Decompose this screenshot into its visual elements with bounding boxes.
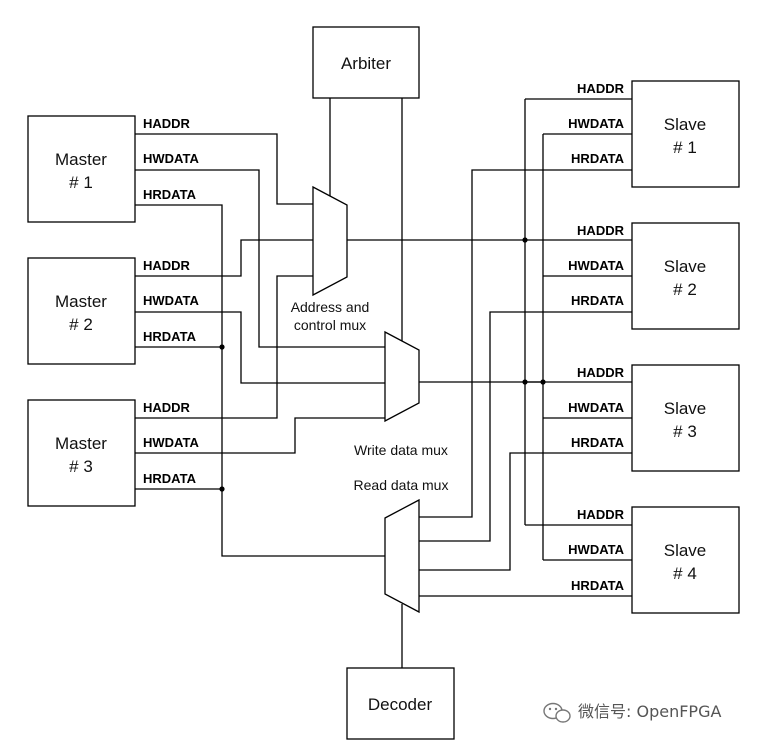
m2-hrdata-label: HRDATA [143,329,197,344]
slave-2-number: # 2 [673,280,697,299]
junction-m2-hrdata [219,344,225,350]
m2-hwdata-label: HWDATA [143,293,199,308]
slave-3-block [631,364,740,472]
arbiter-block [312,26,420,99]
m2-haddr-wire [135,239,313,277]
master-3-block [27,399,136,507]
s3-hrdata-label: HRDATA [571,435,625,450]
address-mux-caption-line1: Address and [291,299,370,315]
junction-addr-bus-s2 [522,237,528,243]
master-1-number: # 1 [69,173,93,192]
m1-hwdata-wire [135,169,385,348]
slave-4-number: # 4 [673,564,697,583]
watermark-text: 微信号: OpenFPGA [578,702,721,721]
master-2-label: Master [55,292,107,311]
s2-haddr-label: HADDR [577,223,625,238]
m2-haddr-label: HADDR [143,258,191,273]
decoder-block [346,667,455,740]
m2-hwdata-wire [135,311,385,384]
master-1-label: Master [55,150,107,169]
wechat-icon [543,702,571,723]
m1-hrdata-wire [135,204,385,557]
master-2-number: # 2 [69,315,93,334]
address-mux-caption-line2: control mux [294,317,366,333]
m1-haddr-label: HADDR [143,116,191,131]
junction-write-bus-s3 [540,379,546,385]
s1-hrdata-label: HRDATA [571,151,625,166]
master-3-label: Master [55,434,107,453]
s2-hwdata-label: HWDATA [568,258,624,273]
m1-hrdata-label: HRDATA [143,187,197,202]
s3-hwdata-label: HWDATA [568,400,624,415]
arbiter-label: Arbiter [341,54,391,73]
slave-4-label: Slave [664,541,707,560]
m3-hrdata-label: HRDATA [143,471,197,486]
s4-haddr-label: HADDR [577,507,625,522]
s3-haddr-label: HADDR [577,365,625,380]
master-2-block [27,257,136,365]
s1-hwdata-label: HWDATA [568,116,624,131]
address-control-mux [312,185,348,297]
slave-3-number: # 3 [673,422,697,441]
decoder-label: Decoder [368,695,433,714]
s1-haddr-label: HADDR [577,81,625,96]
slave-1-label: Slave [664,115,707,134]
s1-hrdata-wire [419,169,632,518]
slave-1-block [631,80,740,188]
slave-2-block [631,222,740,330]
slave-4-block [631,506,740,614]
s2-hrdata-wire [419,311,632,542]
m1-hwdata-label: HWDATA [143,151,199,166]
write-mux-caption: Write data mux [354,442,448,458]
master-3-number: # 3 [69,457,93,476]
s2-hrdata-label: HRDATA [571,293,625,308]
slave-1-number: # 1 [673,138,697,157]
m3-haddr-wire [135,275,313,419]
m3-haddr-label: HADDR [143,400,191,415]
s4-hwdata-label: HWDATA [568,542,624,557]
s3-hrdata-wire [419,452,632,571]
slave-2-label: Slave [664,257,707,276]
read-data-mux [384,498,420,614]
m1-haddr-wire [135,133,313,205]
s4-hrdata-label: HRDATA [571,578,625,593]
junction-m3-hrdata [219,486,225,492]
write-data-mux [384,330,420,423]
m3-hwdata-label: HWDATA [143,435,199,450]
wires [135,98,632,668]
master-1-block [27,115,136,223]
m3-hwdata-wire [135,417,385,454]
read-mux-caption: Read data mux [354,477,449,493]
junction-addr-bus-s3 [522,379,528,385]
slave-3-label: Slave [664,399,707,418]
